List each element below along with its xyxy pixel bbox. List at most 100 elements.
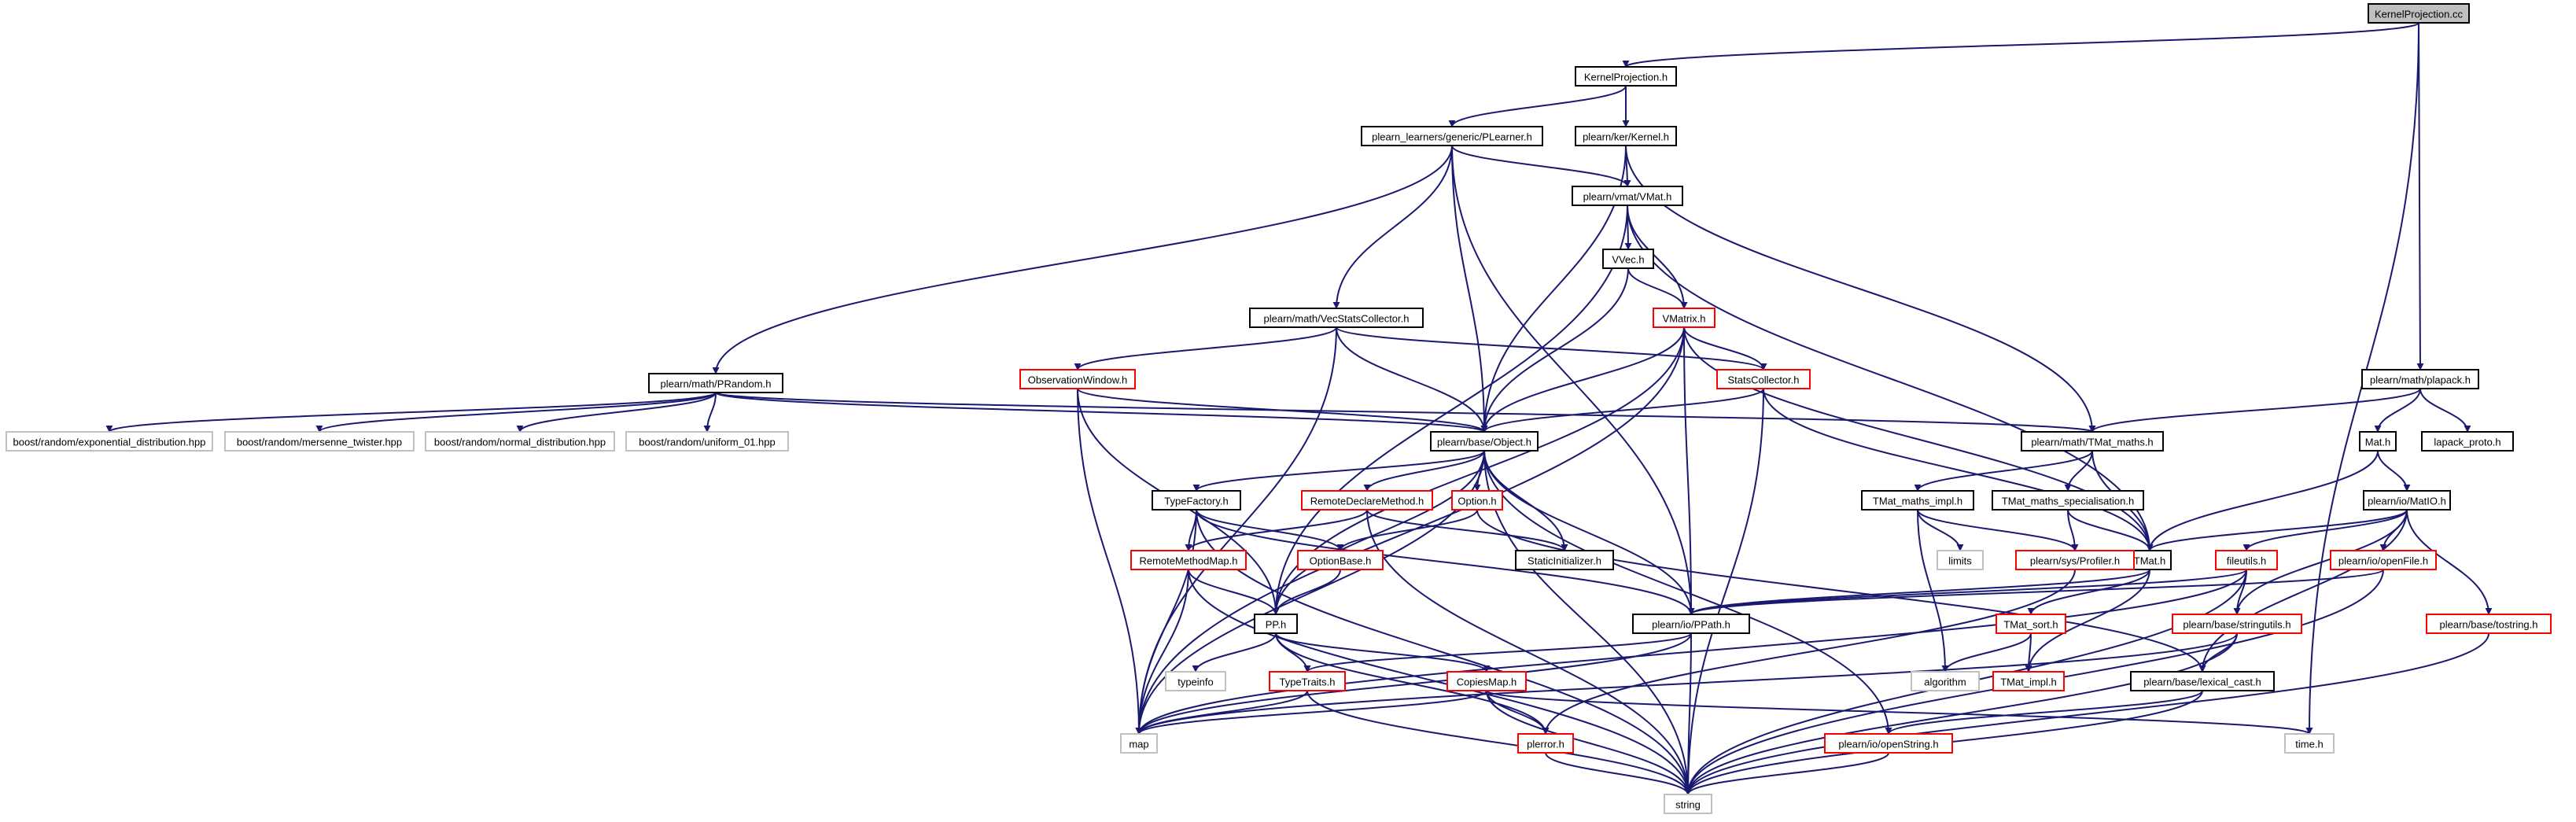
node-tmat-sort[interactable]: TMat_sort.h [1996,614,2066,634]
node-label: plearn/io/openFile.h [2338,555,2428,567]
node-lexical-cast[interactable]: plearn/base/lexical_cast.h [2130,671,2275,691]
edge-PPath-to-map [1135,632,1692,735]
node-label: VMatrix.h [1663,313,1706,325]
node-string[interactable]: string [1664,794,1712,814]
node-box [1664,794,1712,814]
node-box [2015,550,2135,570]
node-label: time.h [2295,739,2323,750]
node-box [1992,490,2144,511]
node-copiesmap[interactable]: CopiesMap.h [1446,671,1527,691]
node-tmat-impl[interactable]: TMat_impl.h [1992,671,2065,691]
node-mersenne[interactable]: boost/random/mersenne_twister.hpp [224,431,415,452]
edge-RemoteMethodMap-to-PP [1188,569,1280,615]
edge-KernelProjection_cc-to-plapack [2416,22,2424,370]
node-label: boost/random/normal_distribution.hpp [434,437,606,448]
node-limits[interactable]: limits [1937,550,1984,570]
node-typefactory[interactable]: TypeFactory.h [1152,490,1241,511]
node-vmat-h[interactable]: plearn/vmat/VMat.h [1572,186,1683,206]
node-staticinitializer[interactable]: StaticInitializer.h [1515,550,1614,570]
node-label: TMat_maths_impl.h [1873,496,1962,507]
node-object[interactable]: plearn/base/Object.h [1430,431,1539,452]
node-label: KernelProjection.h [1584,72,1668,83]
node-vmatrix[interactable]: VMatrix.h [1653,308,1715,328]
node-label: plearn/math/VecStatsCollector.h [1264,313,1410,325]
node-map[interactable]: map [1120,733,1158,754]
edge-TMat_sort-to-algorithm [1941,632,2032,673]
node-box [1515,550,1614,570]
node-normal-dist[interactable]: boost/random/normal_distribution.hpp [425,431,615,452]
edge-StatsCollector-to-TMat [1763,388,2154,551]
node-profiler[interactable]: plearn/sys/Profiler.h [2015,550,2135,570]
node-vvec[interactable]: VVec.h [1602,249,1654,269]
node-prandom[interactable]: plearn/math/PRandom.h [648,373,783,393]
node-openfile[interactable]: plearn/io/openFile.h [2330,550,2437,570]
node-vecstatscollector[interactable]: plearn/math/VecStatsCollector.h [1249,308,1424,328]
edge-PRandom-to-TMat_maths [715,392,2095,433]
node-typetraits[interactable]: TypeTraits.h [1269,671,1346,691]
edge-TMat_maths_impl-to-Profiler [1917,509,2079,551]
node-box [1716,369,1811,389]
node-kernel[interactable]: plearn/ker/Kernel.h [1575,126,1677,146]
node-plapack[interactable]: plearn/math/plapack.h [2361,369,2479,389]
node-remotemethodmap[interactable]: RemoteMethodMap.h [1130,550,1247,570]
node-box [1575,126,1677,146]
node-tmat[interactable]: TMat.h [2128,550,2172,570]
node-tmat-maths-spec[interactable]: TMat_maths_specialisation.h [1992,490,2144,511]
node-optionbase[interactable]: OptionBase.h [1297,550,1384,570]
node-kernelprojection-cc[interactable]: KernelProjection.cc [2368,3,2470,24]
node-box [625,431,789,452]
node-stringutils[interactable]: plearn/base/stringutils.h [2172,614,2302,634]
edge-Option-to-lexical_cast [1476,509,2206,673]
node-matio[interactable]: plearn/io/MatIO.h [2363,490,2451,511]
node-pp[interactable]: PP.h [1254,614,1298,634]
node-box [2215,550,2278,570]
node-observationwindow[interactable]: ObservationWindow.h [1019,369,1136,389]
node-typeinfo[interactable]: typeinfo [1165,671,1226,691]
node-kernelprojection-h[interactable]: KernelProjection.h [1575,66,1677,87]
edge-Object-to-PPath [1483,450,1695,615]
node-mat[interactable]: Mat.h [2359,431,2397,452]
node-lapack-proto[interactable]: lapack_proto.h [2421,431,2514,452]
edge-VecStatsCollector-to-ObservationWindow [1074,326,1337,370]
node-box [1165,671,1226,691]
node-box [425,431,615,452]
node-label: boost/random/uniform_01.hpp [639,437,775,448]
node-uniform01[interactable]: boost/random/uniform_01.hpp [625,431,789,452]
node-openstring[interactable]: plearn/io/openString.h [1824,733,1953,754]
node-label: limits [1948,555,1972,567]
edge-StatsCollector-to-string [1684,388,1764,795]
node-box [224,431,415,452]
node-plerror[interactable]: plerror.h [1517,733,1574,754]
edge-CopiesMap-to-string [1486,690,1692,795]
node-box [1430,431,1539,452]
edge-TMat-to-TMat_sort [2027,569,2150,615]
node-tostring[interactable]: plearn/base/tostring.h [2426,614,2552,634]
node-tmat-maths-impl[interactable]: TMat_maths_impl.h [1861,490,1974,511]
node-box [1996,614,2066,634]
node-ppath[interactable]: plearn/io/PPath.h [1632,614,1750,634]
edge-PPath-to-TypeTraits [1303,632,1692,673]
node-time[interactable]: time.h [2284,733,2335,754]
node-box [648,373,783,393]
node-remotedeclaremethod[interactable]: RemoteDeclareMethod.h [1301,490,1433,511]
node-box [2284,733,2335,754]
node-statscollector[interactable]: StatsCollector.h [1716,369,1811,389]
edge-ObservationWindow-to-map [1077,388,1143,735]
edge-plapack-to-TMat_maths [2088,388,2421,433]
node-algorithm[interactable]: algorithm [1911,671,1980,691]
node-label: plearn/base/lexical_cast.h [2143,676,2261,688]
node-label: StaticInitializer.h [1528,555,1601,567]
node-label: StatsCollector.h [1727,374,1799,386]
node-exp-dist[interactable]: boost/random/exponential_distribution.hp… [6,431,213,452]
node-fileutils[interactable]: fileutils.h [2215,550,2278,570]
node-genericplearner[interactable]: plearn_learners/generic/PLearner.h [1361,126,1543,146]
edge-PRandom-to-exp_dist [105,392,717,433]
node-label: TMat.h [2134,555,2165,567]
node-label: plerror.h [1527,739,1564,750]
node-label: CopiesMap.h [1457,676,1517,688]
node-box [1572,186,1683,206]
edge-Profiler-to-plerror [1542,569,2076,735]
node-option[interactable]: Option.h [1451,490,1503,511]
node-tmat-maths[interactable]: plearn/math/TMat_maths.h [2021,431,2164,452]
